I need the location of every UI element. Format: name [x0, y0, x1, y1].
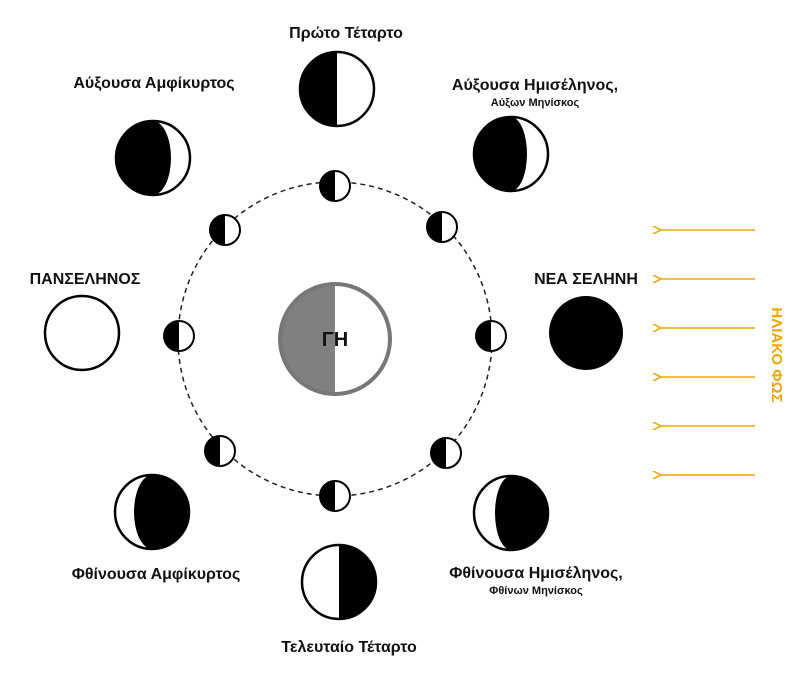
full-moon-moon	[43, 294, 121, 372]
last-quarter-moon	[300, 543, 378, 621]
orbit-moon	[319, 170, 351, 202]
earth: ΓΗ	[278, 282, 392, 396]
waning-crescent-moon	[472, 474, 550, 552]
orbit-moon	[204, 435, 236, 467]
orbit-moon	[163, 320, 195, 352]
orbit-moon	[426, 211, 458, 243]
waning-crescent-label: Φθίνουσα Ημισέληνος,	[449, 565, 623, 582]
waning-gibbous-moon	[113, 473, 191, 551]
orbit-moon	[475, 320, 507, 352]
new-moon-label: ΝΕΑ ΣΕΛΗΝΗ	[534, 271, 638, 288]
earth-label: ΓΗ	[322, 329, 348, 351]
phase-labels: Πρώτο Τέταρτο Αύξουσα Αμφίκυρτος Αύξουσα…	[30, 25, 638, 656]
waning-crescent-sublabel: Φθίνων Μηνίσκος	[489, 585, 583, 597]
last-quarter-label: Τελευταίο Τέταρτο	[281, 639, 417, 656]
orbit-moon	[209, 214, 241, 246]
orbit-moons	[163, 170, 507, 512]
waxing-crescent-sublabel: Αύξων Μηνίσκος	[491, 97, 580, 109]
phase-moons	[43, 50, 623, 621]
orbit-moon	[319, 480, 351, 512]
full-moon-label: ΠΑΝΣΕΛΗΝΟΣ	[30, 271, 141, 288]
sunlight-arrows	[660, 230, 755, 475]
waxing-gibbous-moon	[114, 119, 192, 197]
first-quarter-label: Πρώτο Τέταρτο	[289, 25, 403, 42]
orbit-moon	[430, 437, 462, 469]
earth-night-side	[280, 284, 335, 394]
new-moon-moon	[549, 296, 623, 370]
waxing-crescent-moon	[472, 115, 550, 193]
first-quarter-moon	[298, 50, 376, 128]
waning-gibbous-label: Φθίνουσα Αμφίκυρτος	[72, 566, 241, 583]
sunlight-label: ΗΛΙΑΚΟ ΦΩΣ	[768, 307, 785, 402]
waxing-gibbous-label: Αύξουσα Αμφίκυρτος	[73, 75, 234, 92]
waxing-crescent-label: Αύξουσα Ημισέληνος,	[452, 77, 618, 94]
